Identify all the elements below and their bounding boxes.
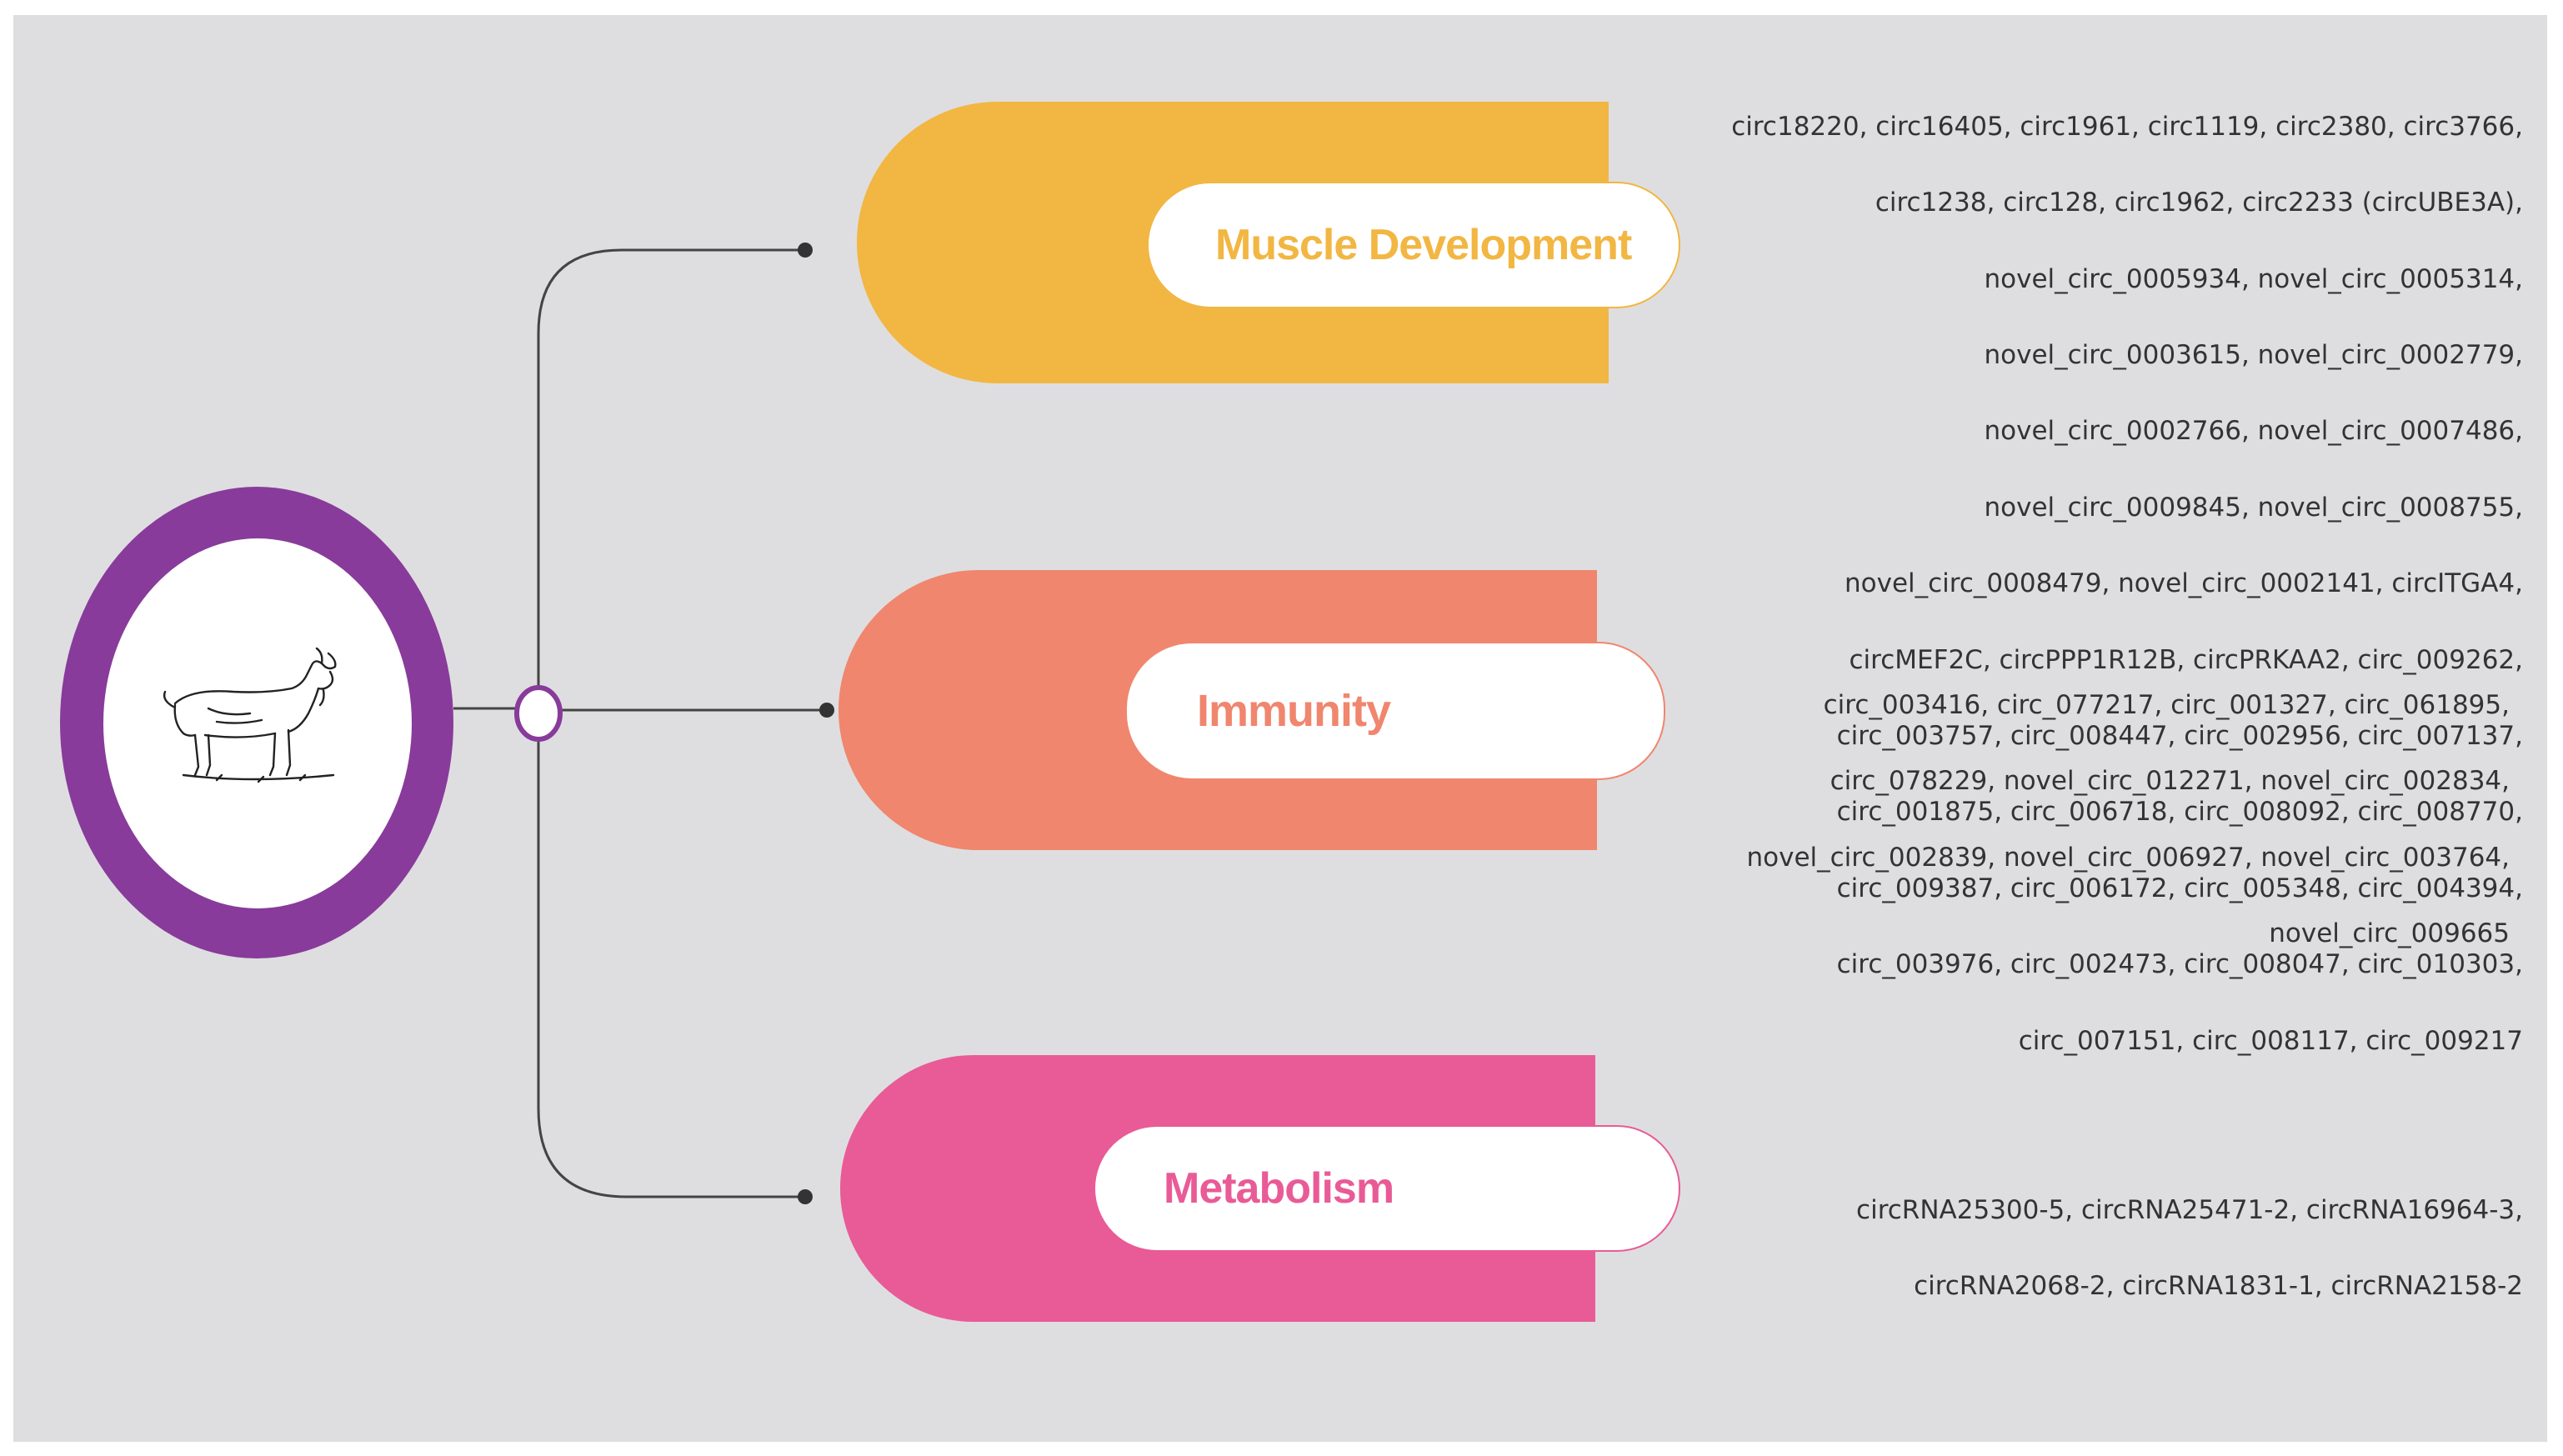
gene-line: circ18220, circ16405, circ1961, circ1119… bbox=[1731, 111, 2523, 142]
gene-line: novel_circ_0003615, novel_circ_0002779, bbox=[1984, 339, 2523, 370]
gene-line: circ_003976, circ_002473, circ_008047, c… bbox=[1836, 949, 2523, 980]
branch-muscle-line bbox=[537, 248, 805, 708]
gene-line: circ_003757, circ_008447, circ_002956, c… bbox=[1836, 720, 2523, 751]
gene-line: novel_circ_0008479, novel_circ_0002141, … bbox=[1844, 568, 2523, 599]
muscle-gene-list: circ18220, circ16405, circ1961, circ1119… bbox=[1689, 70, 2523, 1098]
metabolism-endpoint bbox=[798, 1189, 813, 1204]
gene-line: circ_003416, circ_077217, circ_001327, c… bbox=[1823, 689, 2510, 720]
metabolism-label: Metabolism bbox=[1094, 1125, 1680, 1252]
gene-line: circ_001875, circ_006718, circ_008092, c… bbox=[1836, 797, 2523, 828]
gene-line: circ_007151, circ_008117, circ_009217 bbox=[2018, 1025, 2523, 1056]
gene-line: circMEF2C, circPPP1R12B, circPRKAA2, cir… bbox=[1849, 644, 2523, 675]
gene-line: circ_009387, circ_006172, circ_005348, c… bbox=[1836, 873, 2523, 903]
gene-line: novel_circ_0005934, novel_circ_0005314, bbox=[1984, 263, 2523, 294]
goat-icon bbox=[163, 647, 337, 783]
branch-metabolism-line bbox=[537, 738, 805, 1198]
immunity-endpoint bbox=[819, 703, 834, 718]
gene-line: circ1238, circ128, circ1962, circ2233 (c… bbox=[1875, 188, 2523, 218]
gene-line: circRNA25300-5, circRNA25471-2, circRNA1… bbox=[1856, 1194, 2523, 1225]
hub-center bbox=[103, 538, 412, 908]
muscle-development-label: Muscle Development bbox=[1147, 182, 1680, 308]
gene-line: novel_circ_0009845, novel_circ_0008755, bbox=[1984, 492, 2523, 523]
metabolism-gene-list: circRNA25300-5, circRNA25471-2, circRNA1… bbox=[1689, 1153, 2523, 1344]
gene-line: novel_circ_009665 bbox=[2269, 918, 2510, 948]
immunity-label: Immunity bbox=[1125, 642, 1665, 780]
gene-line: circ_078229, novel_circ_012271, novel_ci… bbox=[1830, 766, 2510, 797]
immunity-gene-list: circ_003416, circ_077217, circ_001327, c… bbox=[1676, 648, 2510, 991]
muscle-endpoint bbox=[798, 243, 813, 258]
junction-node bbox=[514, 685, 563, 742]
gene-line: novel_circ_002839, novel_circ_006927, no… bbox=[1746, 842, 2510, 873]
gene-line: novel_circ_0002766, novel_circ_0007486, bbox=[1984, 416, 2523, 447]
gene-line: circRNA2068-2, circRNA1831-1, circRNA215… bbox=[1914, 1271, 2523, 1302]
